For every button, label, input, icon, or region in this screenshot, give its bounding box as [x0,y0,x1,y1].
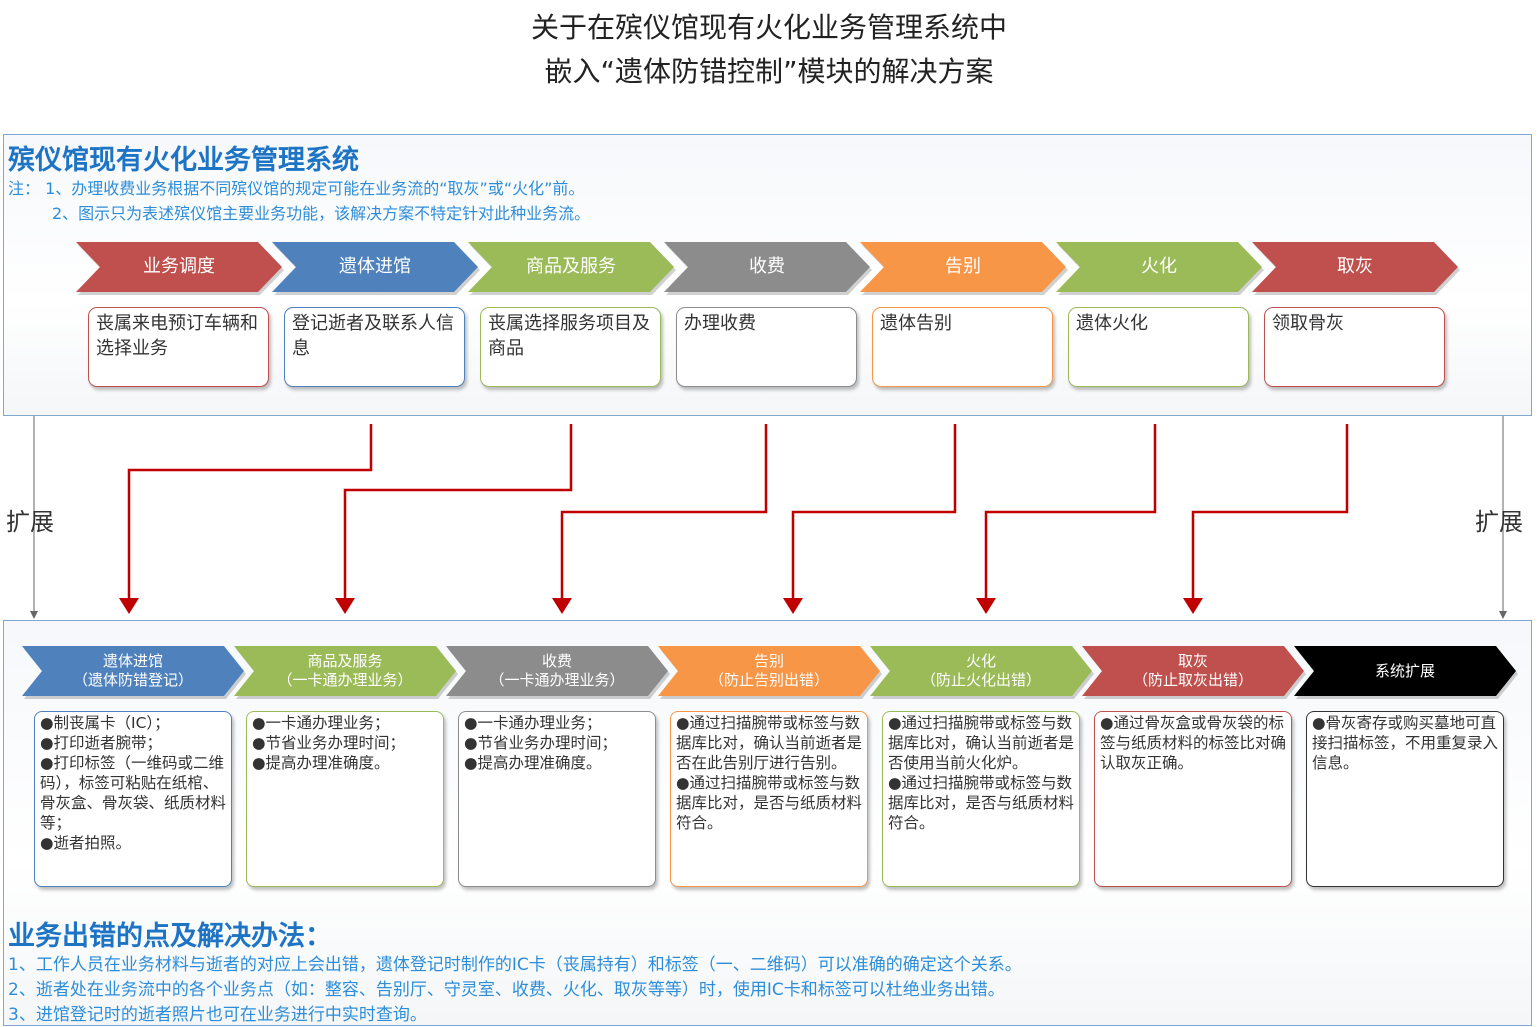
top-step-chevron-6: 火化 [1056,242,1264,295]
bottom-step-chevron-6: 取灰（防止取灰出错） [1082,646,1306,699]
bullet-item: ●通过骨灰盒或骨灰袋的标签与纸质材料的标签比对确认取灰正确。 [1100,714,1287,772]
top-step-desc-box-3: 丧属选择服务项目及商品 [480,307,661,387]
bottom-step-chevron-7: 系统扩展 [1294,646,1518,699]
top-step-desc-box-1: 丧属来电预订车辆和选择业务 [88,307,269,387]
bottom-step-chevron-2: 商品及服务（一卡通办理业务） [234,646,458,699]
bullet-item: ●通过扫描腕带或标签与数据库比对，是否与纸质材料符合。 [888,774,1075,832]
bottom-step-desc-box-1: ●制丧属卡（IC）； ●打印逝者腕带； ●打印标签（一维码或二维码），标签可粘贴在纸… [34,711,232,887]
bullet-item: ●一卡通办理业务； [252,714,390,732]
bottom-step-title: 火化 [965,652,996,670]
bullet-item: ●通过扫描腕带或标签与数据库比对，确认当前逝者是否使用当前火化炉。 [888,714,1075,772]
extend-label-right: 扩展 [1475,508,1523,536]
solution-line-3: 3、进馆登记时的逝者照片也可在业务进行中实时查询。 [8,1005,427,1025]
bottom-step-title: 收费 [541,652,572,670]
bottom-step-subtitle: （防止取灰出错） [1132,671,1253,689]
note-line-1: 注： 1、办理收费业务根据不同殡仪馆的规定可能在业务流的“取灰”或“火化”前。 [8,179,585,198]
bullet-item: ●节省业务办理时间； [464,734,618,752]
bottom-step-chevron-1: 遗体进馆（遗体防错登记） [22,646,246,699]
top-step-chevron-3: 商品及服务 [468,242,676,295]
arrow-to-farewell [791,424,957,600]
bottom-step-title: 商品及服务 [307,652,383,670]
bottom-step-subtitle: （一卡通办理业务） [277,671,413,689]
bullet-item: ●提高办理准确度。 [252,754,390,772]
page-title-line-2: 嵌入“遗体防错控制”模块的解决方案 [544,55,994,88]
arrow-to-checkin [127,424,373,600]
bottom-step-desc-box-4: ●通过扫描腕带或标签与数据库比对，确认当前逝者是否在此告别厅进行告别。●通过扫描… [670,711,868,887]
top-step-desc-box-5: 遗体告别 [872,307,1053,387]
bullet-item: ●通过扫描腕带或标签与数据库比对，是否与纸质材料符合。 [676,774,863,832]
top-step-label: 取灰 [1337,256,1373,277]
bullet-item: ●骨灰寄存或购买墓地可直接扫描标签，不用重复录入信息。 [1312,714,1499,772]
arrow-to-ash [1191,424,1349,600]
top-step-label: 火化 [1141,256,1177,277]
solutions-heading: 业务出错的点及解决办法： [8,921,332,952]
bottom-step-title: 系统扩展 [1374,661,1435,680]
bottom-step-chevron-4: 告别（防止告别出错） [658,646,882,699]
extend-label-left: 扩展 [6,508,54,536]
bullet-item: ●一卡通办理业务； [464,714,602,732]
top-step-label: 告别 [945,256,981,277]
bottom-step-desc-box-5: ●通过扫描腕带或标签与数据库比对，确认当前逝者是否使用当前火化炉。●通过扫描腕带… [882,711,1080,887]
bullet-item: ●制丧属卡（IC）； [40,714,170,732]
top-step-label: 收费 [749,256,785,277]
top-step-label: 商品及服务 [526,256,616,277]
bottom-step-subtitle: （防止火化出错） [920,671,1041,689]
bottom-step-desc-box-3: ●一卡通办理业务； ●节省业务办理时间； ●提高办理准确度。 [458,711,656,887]
top-step-desc-box-4: 办理收费 [676,307,857,387]
bottom-step-subtitle: （一卡通办理业务） [489,671,625,689]
top-step-desc-box-6: 遗体火化 [1068,307,1249,387]
solution-line-1: 1、工作人员在业务材料与逝者的对应上会出错，遗体登记时制作的IC卡（丧属持有）和… [8,955,1022,975]
bullet-item: ●通过扫描腕带或标签与数据库比对，确认当前逝者是否在此告别厅进行告别。 [676,714,863,772]
note-line-2: 2、图示只为表述殡仪馆主要业务功能，该解决方案不特定针对此种业务流。 [52,204,591,223]
top-step-chevron-1: 业务调度 [76,242,284,295]
arrow-to-cremation [984,424,1157,600]
arrow-to-fee [560,424,768,600]
bullet-item: ●提高办理准确度。 [464,754,602,772]
bottom-step-subtitle: （遗体防错登记） [72,671,193,689]
bottom-step-desc-box-6: ●通过骨灰盒或骨灰袋的标签与纸质材料的标签比对确认取灰正确。 [1094,711,1292,887]
existing-system-heading: 殡仪馆现有火化业务管理系统 [8,145,359,176]
top-step-label: 业务调度 [143,256,215,277]
bottom-step-subtitle: （防止告别出错） [708,671,829,689]
top-step-chevron-7: 取灰 [1252,242,1460,295]
bullet-item: ●逝者拍照。 [40,834,132,852]
top-step-chevron-4: 收费 [664,242,872,295]
bottom-step-desc-box-2: ●一卡通办理业务； ●节省业务办理时间； ●提高办理准确度。 [246,711,444,887]
bottom-step-chevron-5: 火化（防止火化出错） [870,646,1094,699]
bottom-step-title: 告别 [753,652,784,670]
arrow-to-goods [343,424,573,600]
bottom-step-title: 遗体进馆 [102,652,163,670]
bullet-item: ●打印标签（一维码或二维码），标签可粘贴在纸棺、骨灰盒、骨灰袋、纸质材料等； [40,754,227,832]
top-step-chevron-5: 告别 [860,242,1068,295]
top-step-desc-box-7: 领取骨灰 [1264,307,1445,387]
bullet-item: ●节省业务办理时间； [252,734,406,752]
top-step-chevron-2: 遗体进馆 [272,242,480,295]
top-step-desc-box-2: 登记逝者及联系人信息 [284,307,465,387]
bottom-step-title: 取灰 [1177,652,1208,670]
page-title-line-1: 关于在殡仪馆现有火化业务管理系统中 [530,11,1007,44]
bottom-step-chevron-3: 收费（一卡通办理业务） [446,646,670,699]
solution-line-2: 2、逝者处在业务流中的各个业务点（如：整容、告别厅、守灵室、收费、火化、取灰等等… [8,980,1005,1000]
bottom-step-desc-box-7: ●骨灰寄存或购买墓地可直接扫描标签，不用重复录入信息。 [1306,711,1504,887]
bullet-item: ●打印逝者腕带； [40,734,163,752]
top-step-label: 遗体进馆 [339,256,411,277]
